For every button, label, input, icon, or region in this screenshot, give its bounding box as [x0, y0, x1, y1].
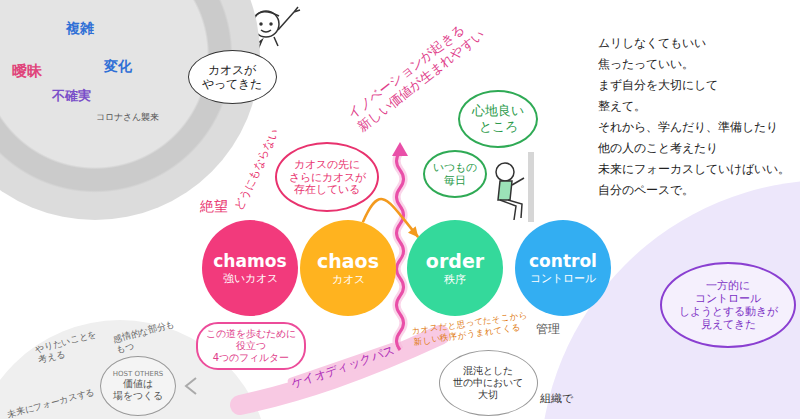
node-text: カオス	[332, 273, 365, 286]
post	[528, 152, 534, 222]
node-text: カオスの先に さらにカオスが 存在している	[288, 158, 366, 196]
message-line: 未来にフォーカスしていけばいい。	[598, 162, 790, 177]
arrow-head	[408, 226, 418, 237]
phase-circle: controlコントロール	[515, 220, 611, 316]
node-text: 一方的に コントロール しようとする動きが 見えてきた	[676, 279, 780, 332]
character-arm	[512, 178, 524, 185]
character-eye	[270, 23, 272, 25]
phase-circle: chaosカオス	[300, 220, 396, 316]
message-line: それから、学んだり、準備したり	[598, 120, 778, 135]
node-text: 価値は 場をつくる	[110, 378, 166, 402]
phase-circle: order秩序	[407, 220, 503, 316]
speech-bubble: カオスが やってきた	[188, 50, 277, 104]
character-head	[496, 163, 514, 181]
node-text: 秩序	[444, 273, 466, 286]
sitting-character	[496, 163, 524, 220]
character-eye	[260, 23, 262, 25]
node-text: 混沌とした 世の中において 大切	[451, 365, 525, 401]
node-text: chaos	[317, 250, 379, 273]
phase-circle: chamos強いカオス	[202, 220, 298, 316]
node-text: 心地良い ところ	[470, 103, 526, 134]
handwritten-note: 組織で	[540, 392, 573, 406]
node-text: chamos	[213, 251, 287, 272]
callout-box: この道を歩むために 役立つ 4つのフィルター	[196, 322, 306, 370]
filter-circle: HOST OTHERS価値は 場をつくる	[100, 356, 176, 416]
node-text: 不確実	[52, 88, 91, 104]
note-bubble: 混沌とした 世の中において 大切	[439, 350, 538, 416]
handwritten-note: やりたいことを 考える	[34, 328, 104, 367]
callout-bubble: カオスの先に さらにカオスが 存在している	[275, 142, 379, 212]
message-line: 整えて。	[598, 99, 646, 114]
handwritten-note: カオスだと思ってたそこから 新しい秩序がうまれてくる	[411, 310, 527, 347]
character-shirt	[498, 181, 512, 200]
node-text: 曖昧	[12, 62, 42, 80]
handwritten-note: 絶望	[200, 198, 228, 216]
vuca-region: 複雑曖昧 変化不確実コロナさん襲来	[0, 0, 260, 220]
message-line: 他の人のこと考えたり	[598, 141, 718, 156]
handwritten-note: どうにもならない	[232, 127, 282, 213]
node-text: 強いカオス	[223, 272, 278, 285]
chevron	[186, 378, 196, 394]
character-arm	[278, 7, 300, 30]
handwritten-note: 感情的な部分も もつ	[112, 318, 182, 357]
message-line: ムリしなくてもいい	[598, 36, 706, 51]
character-mouth	[261, 30, 271, 32]
character-legs	[500, 200, 522, 220]
message-line: 焦ったっていい。	[598, 57, 694, 72]
thought-bubble: いつもの 毎日	[423, 150, 487, 198]
node-text: 複雑	[66, 20, 94, 37]
wavy-arrow-head	[392, 142, 408, 156]
chaos-character	[253, 7, 300, 46]
node-text: HOST OTHERS	[113, 370, 164, 378]
node-text: コロナさん襲来	[96, 112, 159, 123]
node-text: カオスが やってきた	[199, 63, 265, 92]
node-text: いつもの 毎日	[432, 161, 478, 187]
wavy-glow	[397, 152, 404, 350]
message-line: 自分のペースで。	[598, 183, 694, 198]
handwritten-note: 未来にフォーカスする	[6, 387, 96, 419]
node-text: コントロール	[530, 272, 596, 285]
node-text: control	[529, 251, 597, 271]
message-line: まず自分を大切にして	[598, 78, 718, 93]
handwritten-note: 管理	[536, 322, 560, 337]
callout-bubble: 一方的に コントロール しようとする動きが 見えてきた	[660, 262, 796, 348]
node-text: 変化	[104, 58, 132, 75]
node-text: この道を歩むために 役立つ 4つのフィルター	[203, 328, 299, 364]
wavy-arrow	[397, 152, 404, 350]
node-text: order	[426, 250, 484, 273]
character-hair	[253, 12, 279, 20]
thought-bubble: 心地良い ところ	[458, 90, 538, 148]
